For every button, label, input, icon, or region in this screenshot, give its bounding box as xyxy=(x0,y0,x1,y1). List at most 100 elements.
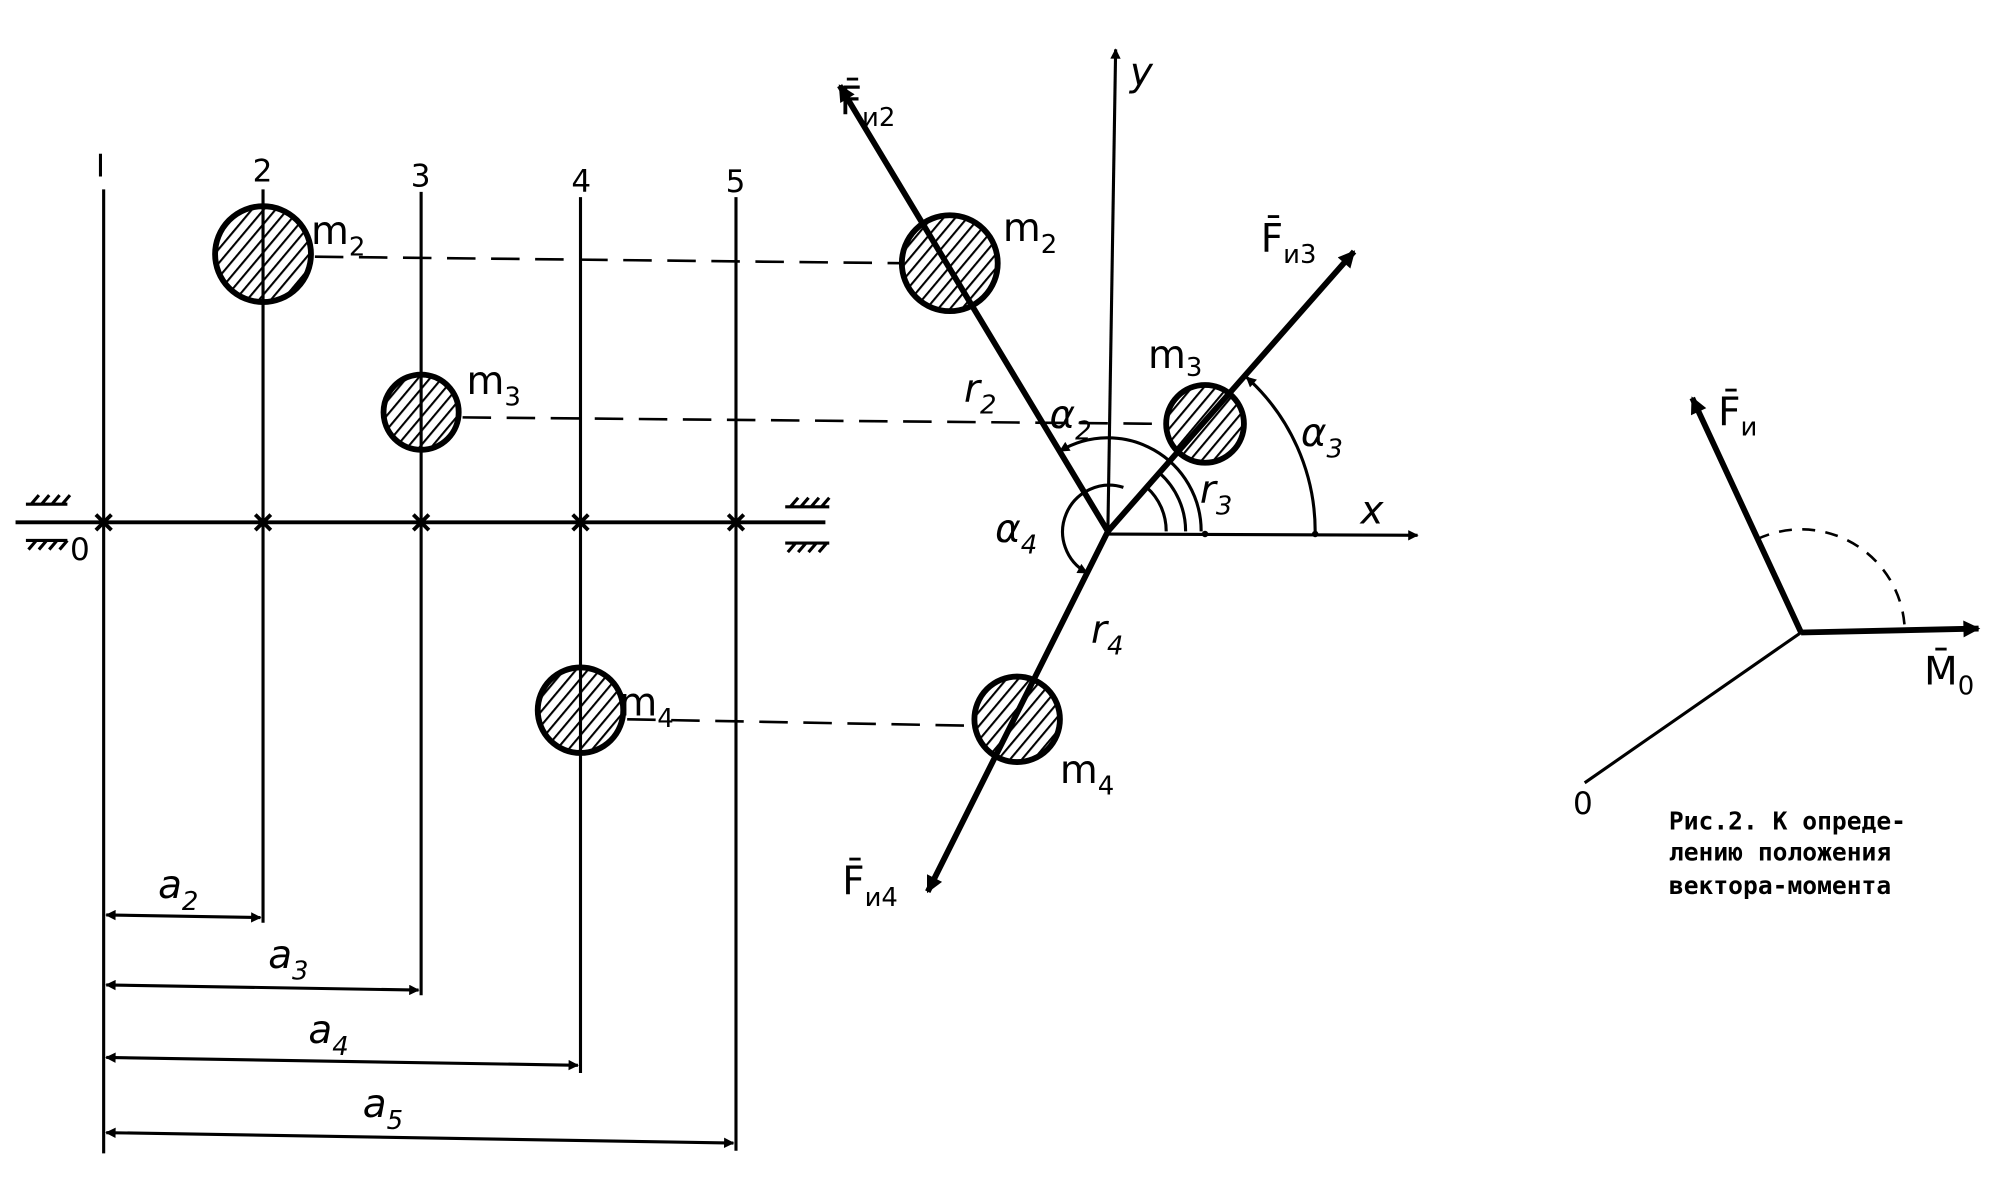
moment-vector-line xyxy=(1801,620,1981,638)
y-axis xyxy=(1106,48,1121,532)
projection-line-m2 xyxy=(314,255,904,265)
reference-line xyxy=(1583,631,1802,785)
dimension-line-a2 xyxy=(105,909,262,923)
plane-label-2: 2 xyxy=(253,154,273,190)
label-main: r xyxy=(964,367,982,412)
projection-line-m4 xyxy=(627,718,975,728)
label-sub: 3 xyxy=(1186,353,1202,383)
label-main: α xyxy=(1301,411,1327,456)
label-main: m xyxy=(1148,333,1186,378)
label-main: m xyxy=(1003,206,1041,251)
dimension-line-a4 xyxy=(105,1052,579,1071)
label-sub: 2 xyxy=(1075,416,1091,446)
plane-intersection-marks xyxy=(94,513,746,532)
plane-label-4: 4 xyxy=(571,164,591,200)
label-main: a xyxy=(308,1008,332,1053)
angle-label-alpha3: α3 xyxy=(1301,411,1343,465)
polar-mass-label-m2: m2 xyxy=(1003,206,1057,260)
label-main: F̄ xyxy=(1718,389,1740,435)
point-label: 0 xyxy=(1573,786,1593,822)
dimension-label-a5: a5 xyxy=(363,1082,403,1136)
label-main: F̄ xyxy=(842,858,864,904)
caption-line-1: Рис.2. К опреде- xyxy=(1669,806,1906,835)
moment-vector-label: M̄0 xyxy=(1924,648,1974,701)
x-axis xyxy=(1107,530,1419,541)
force-line-m2 xyxy=(837,84,1111,533)
angle-label-alpha2: α2 xyxy=(1050,393,1092,447)
dimension-label-a2: a2 xyxy=(158,863,198,917)
left-mass-label-m2: m2 xyxy=(311,209,365,263)
label-sub: 3 xyxy=(1216,492,1232,522)
label-main: F̄ xyxy=(1261,215,1283,261)
label-sub: 4 xyxy=(1098,771,1114,801)
radius-arc-inner xyxy=(1145,486,1168,532)
left-mass-label-m3: m3 xyxy=(466,359,520,413)
label-main: m xyxy=(619,680,657,725)
left-mass-m4 xyxy=(534,664,627,756)
label-sub: и4 xyxy=(865,883,898,913)
label-sub: 4 xyxy=(1021,530,1037,560)
left-mass-m2 xyxy=(212,203,314,305)
figure-caption: Рис.2. К опреде- лению положения вектора… xyxy=(1669,806,1921,900)
label-main: a xyxy=(363,1082,387,1127)
polar-mass-label-m4: m4 xyxy=(1060,748,1114,802)
y-axis-label: y xyxy=(1129,51,1154,96)
label-main: m xyxy=(466,359,504,404)
label-sub: 3 xyxy=(292,957,308,987)
dimension-line-a5 xyxy=(105,1127,735,1149)
label-sub: и2 xyxy=(862,103,895,133)
angle-arc-dashed xyxy=(1756,528,1907,630)
projection-line-m3 xyxy=(462,416,1167,426)
plane-label-1: I xyxy=(96,148,105,184)
label-sub: 3 xyxy=(1327,435,1343,465)
polar-mass-m3 xyxy=(1163,382,1247,466)
label-sub: 2 xyxy=(980,391,996,421)
radius-label-r3: r3 xyxy=(1200,468,1232,522)
label-sub: 4 xyxy=(1107,632,1123,662)
dimension-label-a3: a3 xyxy=(268,933,308,987)
label-sub: 2 xyxy=(1041,230,1057,260)
angle-label-alpha4: α4 xyxy=(995,507,1037,561)
label-sub: 5 xyxy=(387,1106,403,1136)
resultant-force-line xyxy=(1689,396,1804,634)
label-sub: 2 xyxy=(349,232,365,262)
polar-view: y x F̄и2 F̄и3 F̄и4 m2 m3 xyxy=(837,48,1419,913)
x-axis-label: x xyxy=(1360,489,1385,534)
label-main: M̄ xyxy=(1924,648,1958,694)
force-label-f4: F̄и4 xyxy=(842,858,898,913)
force-label-f2: F̄и2 xyxy=(840,78,896,133)
left-mass-m3 xyxy=(380,371,462,453)
radius-label-r2: r2 xyxy=(964,367,996,421)
left-view: I 2 3 4 5 0 m2 m3 xyxy=(15,148,1167,1154)
dimension-label-a4: a4 xyxy=(308,1008,348,1062)
label-sub: 3 xyxy=(504,383,520,413)
label-main: m xyxy=(311,209,349,254)
plane-label-3: 3 xyxy=(411,159,431,195)
polar-mass-m4 xyxy=(971,673,1063,765)
right-support-symbol xyxy=(785,496,831,554)
axis-tick-dot xyxy=(1311,530,1319,538)
origin-label: 0 xyxy=(70,532,90,568)
label-sub: и xyxy=(1741,413,1758,443)
label-sub: 4 xyxy=(657,704,673,734)
polar-mass-m2 xyxy=(898,212,1001,315)
plane-label-5: 5 xyxy=(726,164,746,200)
angle-arc-alpha3 xyxy=(1245,376,1317,532)
label-main: a xyxy=(268,933,292,978)
label-sub: 4 xyxy=(332,1032,348,1062)
label-sub: и3 xyxy=(1283,240,1316,270)
angle-arc-alpha4 xyxy=(1061,483,1124,575)
label-sub: 2 xyxy=(182,887,198,917)
label-main: a xyxy=(158,863,182,908)
left-support-symbol xyxy=(25,494,72,551)
label-main: m xyxy=(1060,748,1098,793)
label-main: r xyxy=(1091,608,1109,653)
polar-mass-label-m3: m3 xyxy=(1148,333,1202,383)
radius-label-r4: r4 xyxy=(1091,608,1123,662)
label-main: r xyxy=(1200,468,1218,513)
label-sub: 0 xyxy=(1958,672,1974,702)
caption-line-3: вектора-момента xyxy=(1669,871,1891,900)
left-mass-label-m4: m4 xyxy=(619,680,673,734)
caption-line-2: лению положения xyxy=(1669,838,1891,867)
radius-arc-outer xyxy=(1158,471,1188,532)
